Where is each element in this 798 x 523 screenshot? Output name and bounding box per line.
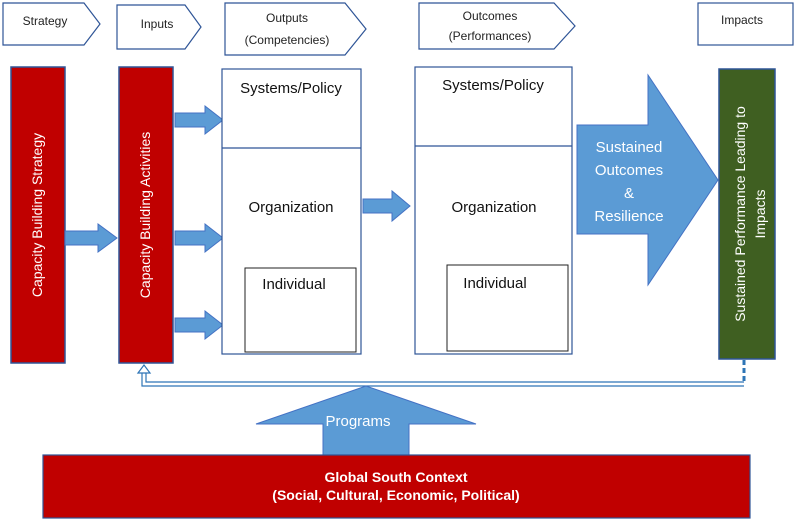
sustained-outcomes-line3: & (624, 185, 634, 202)
outputs-systems-label: Systems/Policy (240, 80, 342, 97)
outputs-organization-label: Organization (248, 199, 333, 216)
capacity-activities-bar: Capacity Building Activities (118, 66, 174, 364)
header-outcomes-label-1: Outcomes (463, 9, 518, 23)
header-outcomes-label-2: (Performances) (449, 29, 532, 43)
capacity-strategy-label: Capacity Building Strategy (29, 133, 45, 297)
sustained-performance-line1: Sustained Performance Leading to (732, 106, 748, 322)
global-south-context-bar: Global South Context (Social, Cultural, … (42, 454, 751, 519)
header-outputs-label-2: (Competencies) (245, 33, 330, 47)
activities-to-individual-arrow (174, 309, 224, 341)
outputs-individual-label: Individual (262, 276, 325, 293)
sustained-outcomes-line4: Resilience (594, 208, 663, 225)
outcomes-systems-label: Systems/Policy (442, 77, 544, 94)
outputs-box: Systems/Policy Organization Individual (221, 68, 362, 355)
header-outcomes: Outcomes (Performances) (418, 2, 576, 50)
sustained-performance-bar: Sustained Performance Leading to Impacts (718, 68, 776, 360)
outputs-to-outcomes-arrow (362, 189, 411, 223)
feedback-loop-arrow (136, 360, 746, 387)
header-impacts: Impacts (697, 2, 794, 46)
programs-label: Programs (325, 413, 390, 430)
sustained-outcomes-line1: Sustained (596, 139, 663, 156)
sustained-performance-line2: Impacts (752, 189, 768, 238)
header-strategy: Strategy (2, 2, 101, 46)
sustained-outcomes-arrow: Sustained Outcomes & Resilience (576, 73, 719, 287)
header-inputs-label: Inputs (141, 17, 174, 31)
sustained-outcomes-line2: Outcomes (595, 162, 663, 179)
header-inputs: Inputs (116, 4, 202, 50)
context-title: Global South Context (324, 469, 467, 485)
outcomes-individual-label: Individual (463, 275, 526, 292)
header-outputs-label-1: Outputs (266, 11, 308, 25)
context-subtitle: (Social, Cultural, Economic, Political) (272, 487, 519, 503)
header-impacts-label: Impacts (721, 13, 763, 27)
capacity-strategy-bar: Capacity Building Strategy (10, 66, 66, 364)
header-outputs: Outputs (Competencies) (224, 2, 367, 56)
programs-arrow: Programs (255, 385, 477, 457)
activities-to-organization-arrow (174, 222, 224, 254)
outcomes-organization-label: Organization (451, 199, 536, 216)
outcomes-box: Systems/Policy Organization Individual (414, 66, 573, 355)
activities-to-systems-arrow (174, 104, 224, 136)
header-strategy-label: Strategy (23, 14, 68, 28)
capacity-activities-label: Capacity Building Activities (137, 132, 153, 299)
strategy-to-activities-arrow (64, 223, 118, 253)
